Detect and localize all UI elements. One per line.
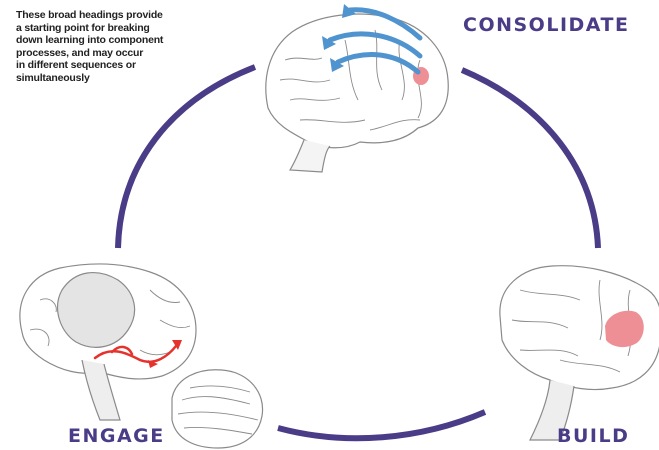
cycle-arc-top-right	[460, 67, 601, 249]
brain-build	[499, 265, 659, 441]
note-line: in different sequences or	[16, 59, 136, 71]
note-line: These broad headings provide	[16, 9, 163, 21]
stage-label-build: BUILD	[557, 425, 630, 447]
cycle-arcs	[115, 64, 601, 442]
cycle-arc-top-left	[115, 64, 257, 249]
explanatory-note: These broad headings provide a starting …	[16, 9, 194, 84]
consolidate-arrowheads	[322, 4, 356, 72]
brain-consolidate	[265, 13, 449, 173]
note-line: down learning into component	[16, 34, 164, 46]
stage-label-engage: ENGAGE	[68, 425, 165, 447]
brain-engage	[19, 263, 197, 421]
engage-arrowheads	[148, 340, 182, 368]
highlight-build	[605, 310, 644, 348]
note-line: simultaneously	[16, 71, 90, 84]
stage-label-consolidate: CONSOLIDATE	[463, 14, 630, 36]
consolidate-arrows	[327, 7, 423, 75]
note-line: a starting point for breaking	[16, 21, 150, 34]
cycle-arc-bottom	[277, 409, 487, 442]
engage-arrow	[93, 344, 178, 363]
note-line: processes, and may occur	[16, 46, 144, 59]
brain-cerebellum	[171, 369, 264, 449]
